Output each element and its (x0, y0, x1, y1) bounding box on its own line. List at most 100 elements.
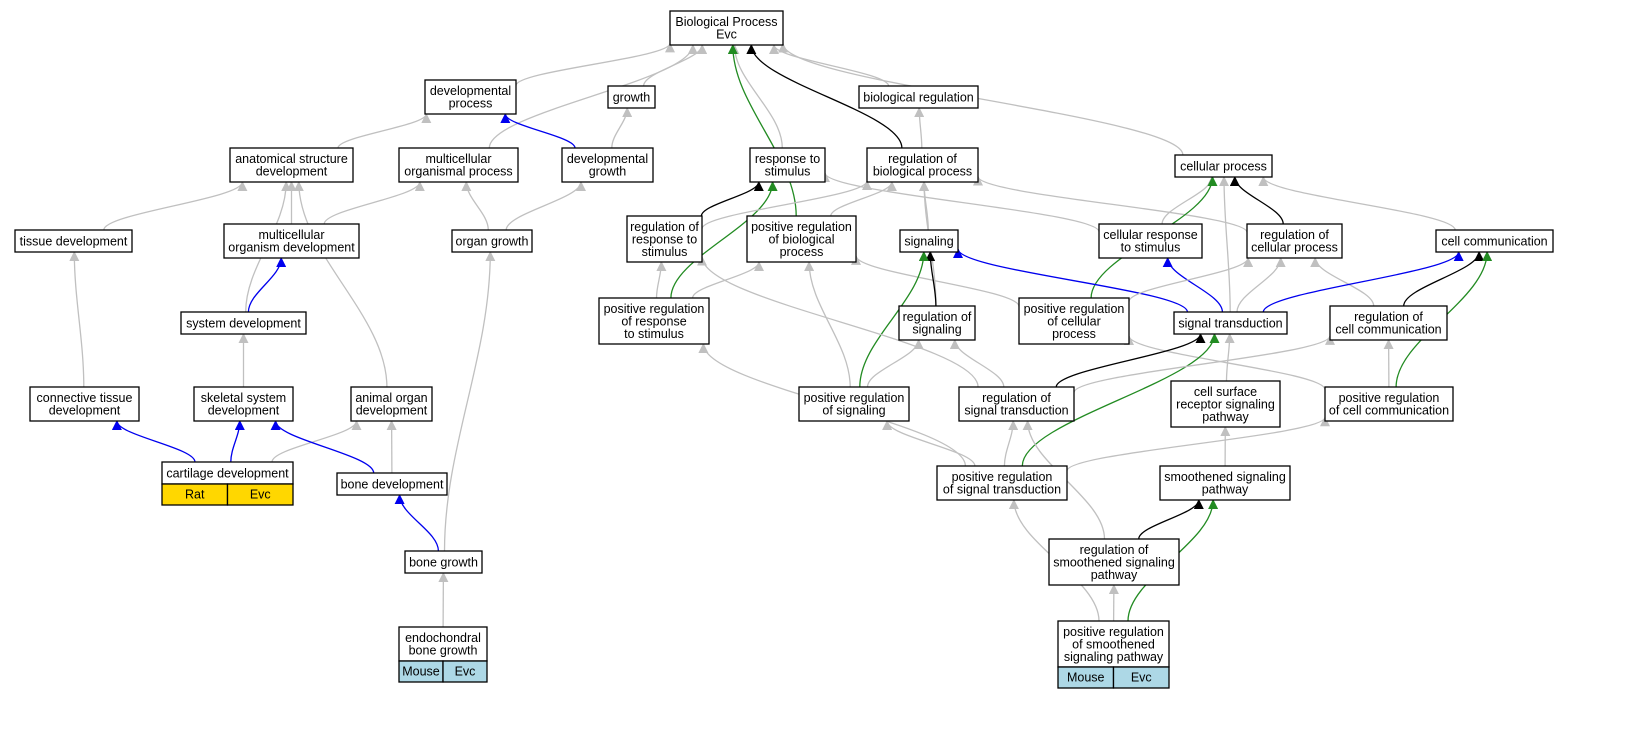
edge-mod-to-mop (323, 181, 425, 225)
node-box (1246, 223, 1343, 259)
gene-label: Evc (455, 665, 476, 679)
node-label: pathway (1202, 483, 1249, 497)
node-label: cell surface (1194, 385, 1257, 399)
node-label: of cellular (1047, 314, 1101, 328)
node-label: Evc (716, 28, 737, 42)
edge-organgrowth-to-devgrowth (505, 181, 586, 231)
edge-prst-to-prsig (882, 420, 976, 467)
edge-rbp-to-bioreg (914, 107, 925, 149)
node-box (1018, 297, 1130, 345)
node-box (669, 10, 784, 46)
node-label: bone growth (409, 555, 478, 569)
edge-devgrowth-to-dev (500, 113, 576, 149)
node-label: of response (621, 314, 686, 328)
node-label: signaling pathway (1064, 650, 1164, 664)
edge-layer (69, 42, 1493, 628)
node-label: organ growth (456, 234, 529, 248)
node-label: stimulus (642, 245, 688, 259)
node-label: regulation of (1354, 310, 1423, 324)
edge-cartdev-to-aod (271, 420, 362, 463)
node-label: to stimulus (1121, 241, 1181, 255)
node-label: regulation of (630, 220, 699, 234)
edge-dev-to-bp (515, 42, 675, 86)
node-label: response to (755, 152, 820, 166)
node-label: smoothened signaling (1053, 555, 1175, 569)
node-box (193, 386, 294, 422)
node-box (607, 85, 656, 109)
edge-mop-to-bp (488, 44, 698, 149)
node-label: skeletal system (201, 391, 286, 405)
node-label: of cell communication (1329, 404, 1449, 418)
edge-rrts-to-rbp (701, 180, 872, 230)
node-label: cellular response (1103, 228, 1198, 242)
node-label: regulation of (1080, 543, 1149, 557)
node-box (1324, 386, 1454, 422)
node-label: signal transduction (1178, 316, 1282, 330)
node-label: positive regulation (751, 220, 852, 234)
node-label: process (449, 97, 493, 111)
edge-prst-to-rst (1003, 420, 1019, 467)
node-label: stimulus (765, 165, 811, 179)
node-box (936, 465, 1068, 501)
node-label: receptor signaling (1176, 397, 1275, 411)
node-label: cartilage development (166, 466, 289, 480)
node-label: development (256, 165, 328, 179)
node-label: positive regulation (952, 470, 1053, 484)
edge-rts-to-bp (729, 44, 783, 149)
node-label: anatomical structure (235, 152, 348, 166)
node-label: developmental (430, 84, 511, 98)
node-st: signal transduction (1173, 311, 1288, 335)
node-box (598, 297, 710, 345)
node-box (749, 147, 826, 183)
node-cellcomm: cell communication (1435, 229, 1554, 253)
node-box (1159, 465, 1291, 501)
edge-rst-to-rsig (949, 339, 1005, 388)
node-label: growth (613, 90, 651, 104)
edge-rrts-to-rts (700, 181, 764, 217)
edge-prsig-to-rsig (866, 339, 924, 388)
node-bioreg: biological regulation (858, 85, 979, 109)
node-box (336, 472, 448, 496)
edge-csrsp-to-st (1224, 333, 1235, 382)
edge-prsig-to-prbp (804, 261, 851, 388)
node-box (424, 79, 517, 115)
node-label: cellular process (1180, 159, 1267, 173)
edge-cellproc-to-bp (778, 42, 1184, 156)
node-box (899, 229, 959, 253)
edge-rbp-to-bp (746, 44, 903, 149)
gene-cell (1112, 666, 1170, 689)
node-label: positive regulation (804, 391, 905, 405)
node-label: development (208, 404, 280, 418)
node-label: cell communication (1441, 234, 1547, 248)
edge-tissue-to-asd (103, 181, 248, 231)
node-label: positive regulation (1063, 625, 1164, 639)
node-label: positive regulation (1339, 391, 1440, 405)
edge-cartdev-to-ssd (230, 420, 245, 463)
edge-prbp-to-bp (727, 44, 797, 217)
node-box (898, 305, 976, 341)
node-label: multicellular (426, 152, 492, 166)
node-box (1048, 538, 1180, 586)
edge-crs-to-rts (820, 172, 1100, 233)
node-label: biological process (873, 165, 972, 179)
node-label: pathway (1091, 568, 1138, 582)
edge-prst-to-st (1021, 333, 1220, 467)
edge-rst-to-st (1055, 333, 1206, 388)
node-label: process (780, 245, 824, 259)
edge-prcp-to-rcp (1128, 257, 1254, 302)
edge-st-to-signaling (953, 248, 1189, 313)
